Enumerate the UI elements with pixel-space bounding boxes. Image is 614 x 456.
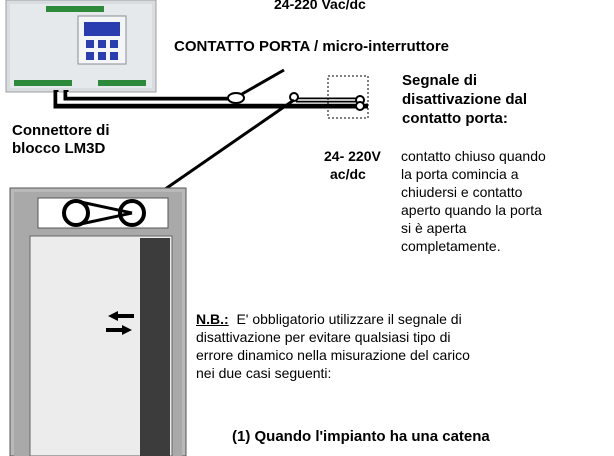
note-line1-text: E' obbligatorio utilizzare il segnale di bbox=[228, 311, 462, 327]
note-label: N.B.: bbox=[196, 311, 229, 327]
door-movement-arrows-icon bbox=[106, 311, 134, 335]
note-line1: N.B.: E' obbligatorio utilizzare il segn… bbox=[196, 311, 462, 328]
door-edge bbox=[140, 238, 170, 456]
note-line4: nei due casi seguenti: bbox=[196, 365, 332, 381]
supply-voltage-label: 24-220 Vac/dc bbox=[274, 0, 366, 12]
voltage-label-line2: ac/dc bbox=[330, 166, 366, 182]
terminal-strip-top bbox=[46, 6, 104, 12]
voltage-label-line1: 24- 220V bbox=[324, 148, 381, 164]
signal-body-line2: la porta comincia a bbox=[401, 166, 519, 182]
signal-terminal-box bbox=[327, 75, 369, 119]
wire-loop-outer bbox=[53, 90, 368, 109]
diagram-title: CONTATTO PORTA / micro-interruttore bbox=[174, 38, 450, 55]
terminal-strip-bottom-right bbox=[98, 80, 146, 86]
terminal-strip-bottom-left bbox=[14, 80, 72, 86]
signal-heading-line1: Segnale di bbox=[402, 72, 478, 89]
wire-loop-2-inner bbox=[67, 92, 234, 97]
note-line3: errore dinamico nella misurazione del ca… bbox=[196, 347, 470, 363]
lift-door-assembly bbox=[9, 187, 187, 456]
note-line2: disattivazione per evitare qualsiasi tip… bbox=[196, 329, 451, 345]
signal-body-line6: completamente. bbox=[401, 238, 501, 254]
case-1-text: (1) Quando l'impianto ha una catena bbox=[232, 428, 490, 445]
wire-loop-2 bbox=[63, 90, 236, 101]
door-switch-icon bbox=[227, 68, 362, 104]
signal-heading-line2: disattivazione dal bbox=[402, 91, 528, 108]
lm3d-control-unit bbox=[5, 0, 157, 93]
signal-body-line4: aperto quando la porta bbox=[401, 202, 542, 218]
connector-label-line1: Connettore di bbox=[12, 122, 110, 139]
display-icon bbox=[84, 22, 120, 36]
wire-loop-inner bbox=[57, 92, 366, 104]
signal-body-line1: contatto chiuso quando bbox=[401, 148, 546, 164]
signal-body-line5: si è aperta bbox=[401, 220, 467, 236]
signal-body-line3: chiudersi e contatto bbox=[401, 184, 523, 200]
connector-label-line2: blocco LM3D bbox=[12, 140, 106, 157]
signal-heading-line3: contatto porta: bbox=[402, 110, 508, 127]
